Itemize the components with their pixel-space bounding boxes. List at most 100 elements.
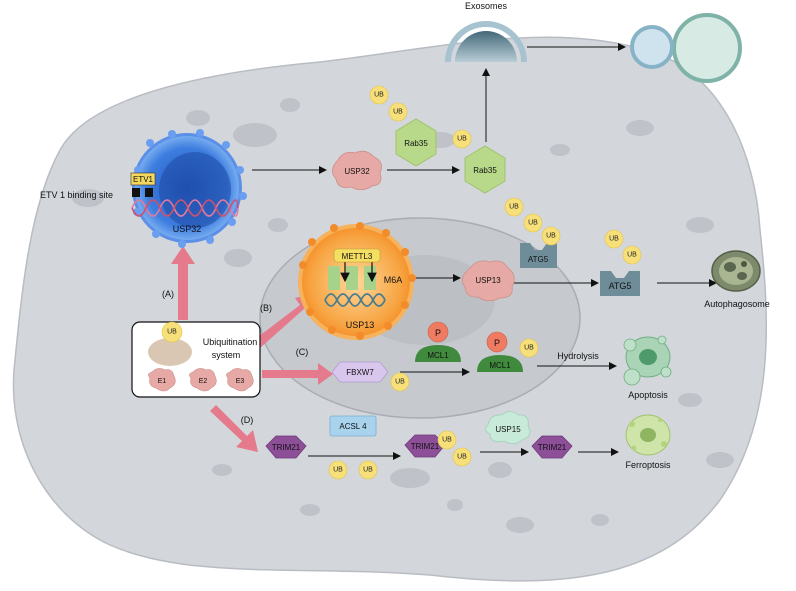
ub-badge: UB (388, 102, 408, 122)
svg-text:UB: UB (393, 109, 403, 116)
etv1-box (130, 172, 156, 186)
usp32-cell (131, 129, 247, 248)
ubiquitination-system-label-1: Ubiquitination (203, 337, 258, 347)
path-a-label: (A) (162, 289, 174, 299)
mettl3-label: METTL3 (342, 252, 373, 261)
e1-label: E1 (158, 378, 167, 385)
ub-badge: UB (604, 229, 624, 249)
rab35-top-label: Rab35 (404, 139, 428, 148)
svg-text:UB: UB (395, 379, 405, 386)
usp13-cell-label: USP13 (346, 320, 375, 330)
svg-text:UB: UB (627, 252, 637, 259)
ub-badge: UB (390, 372, 410, 392)
trim21-label-1: TRIM21 (272, 443, 301, 452)
usp32-protein (332, 150, 382, 191)
pink-pathway-arrows (171, 246, 333, 452)
svg-text:UB: UB (524, 345, 534, 352)
svg-text:UB: UB (333, 467, 343, 474)
ub-badge: UB (437, 430, 457, 450)
apoptosis-label: Apoptosis (628, 390, 668, 400)
ubiquitination-system-label-2: system (212, 350, 241, 360)
svg-text:UB: UB (546, 233, 556, 240)
svg-text:UB: UB (457, 454, 467, 461)
atg5-label-2: ATG5 (609, 281, 632, 291)
atg5-shape-1 (520, 243, 557, 268)
trim21-label-3: TRIM21 (538, 443, 567, 452)
etv1-label: ETV1 (133, 175, 154, 184)
exosome-budding (445, 21, 527, 63)
hydrolysis-label: Hydrolysis (557, 351, 599, 361)
ub-badge: UB (358, 460, 378, 480)
acsl4-label: ACSL 4 (339, 422, 367, 431)
ub-badge: UB (369, 85, 389, 105)
trim21-label-2: TRIM21 (411, 442, 440, 451)
phosphate-2-label: P (494, 338, 500, 348)
ub-badge: UB (519, 338, 539, 358)
path-c-label: (C) (296, 347, 309, 357)
svg-text:UB: UB (457, 136, 467, 143)
trim21-hexagon-3 (531, 435, 573, 459)
svg-text:UB: UB (528, 220, 538, 227)
trim21-hexagon-1 (265, 435, 307, 459)
svg-text:UB: UB (442, 437, 452, 444)
acsl4-box (329, 415, 377, 437)
ub-badge: UB (504, 197, 524, 217)
ub-badge: UB (328, 460, 348, 480)
enzyme-e2 (189, 368, 217, 392)
phosphate-2 (486, 331, 508, 353)
path-d-label: (D) (241, 415, 254, 425)
path-b-label: (B) (260, 303, 272, 313)
ub-badges: UB UB UB UB UB UB UB UB UB UB UB UB UB U… (161, 85, 642, 480)
etv1-binding-site-label: ETV 1 binding site (40, 190, 113, 200)
autophagosome-icon (711, 250, 761, 292)
fbxw7-label: FBXW7 (346, 368, 374, 377)
usp32-protein-label: USP32 (344, 167, 370, 176)
ferroptosis-icon (625, 414, 671, 456)
usp13-protein (462, 260, 515, 302)
e3-label: E3 (236, 378, 245, 385)
etv1-binding-block-2 (145, 188, 153, 197)
rab35-bottom-label: Rab35 (473, 166, 497, 175)
ferroptosis-label: Ferroptosis (625, 460, 671, 470)
rab35-hexagon-top (395, 118, 437, 167)
usp15-label: USP15 (495, 425, 521, 434)
m6a-label: M6A (384, 275, 403, 285)
mettl3-box (333, 248, 381, 263)
ub-badge: UB (523, 213, 543, 233)
ub-badge: UB (622, 245, 642, 265)
mcl1-label-1: MCL1 (427, 351, 449, 360)
svg-text:UB: UB (609, 236, 619, 243)
mcl1-shape-1 (415, 345, 461, 362)
usp15-shape (485, 411, 531, 445)
ub-badge: UB (161, 321, 183, 343)
exosomes-label: Exosomes (465, 1, 508, 11)
usp13-protein-label: USP13 (475, 276, 501, 285)
phosphate-1-label: P (435, 328, 441, 338)
mcl1-label-2: MCL1 (489, 361, 511, 370)
usp32-cell-label: USP32 (173, 224, 202, 234)
fbxw7-shape (331, 361, 389, 383)
ub-badge: UB (452, 447, 472, 467)
usp13-cell (298, 222, 416, 340)
svg-text:UB: UB (167, 329, 177, 336)
svg-text:UB: UB (363, 467, 373, 474)
ub-badge: UB (541, 226, 561, 246)
enzyme-e3 (226, 368, 254, 392)
phosphate-1 (427, 321, 449, 343)
e2-label: E2 (199, 378, 208, 385)
svg-text:UB: UB (509, 204, 519, 211)
ub-badge: UB (452, 129, 472, 149)
etv1-binding-block-1 (132, 188, 140, 197)
apoptosis-icon (623, 335, 672, 386)
atg5-label-1: ATG5 (528, 255, 549, 264)
autophagosome-label: Autophagosome (704, 299, 770, 309)
enzyme-e1 (148, 368, 176, 392)
svg-text:UB: UB (374, 92, 384, 99)
atg5-shape-2 (600, 271, 640, 296)
ubiquitin-disc (148, 338, 192, 366)
pathway-arrows (252, 43, 717, 460)
released-exosomes (630, 13, 742, 83)
rab35-hexagon-bottom (464, 145, 506, 194)
mcl1-shape-2 (477, 355, 523, 372)
